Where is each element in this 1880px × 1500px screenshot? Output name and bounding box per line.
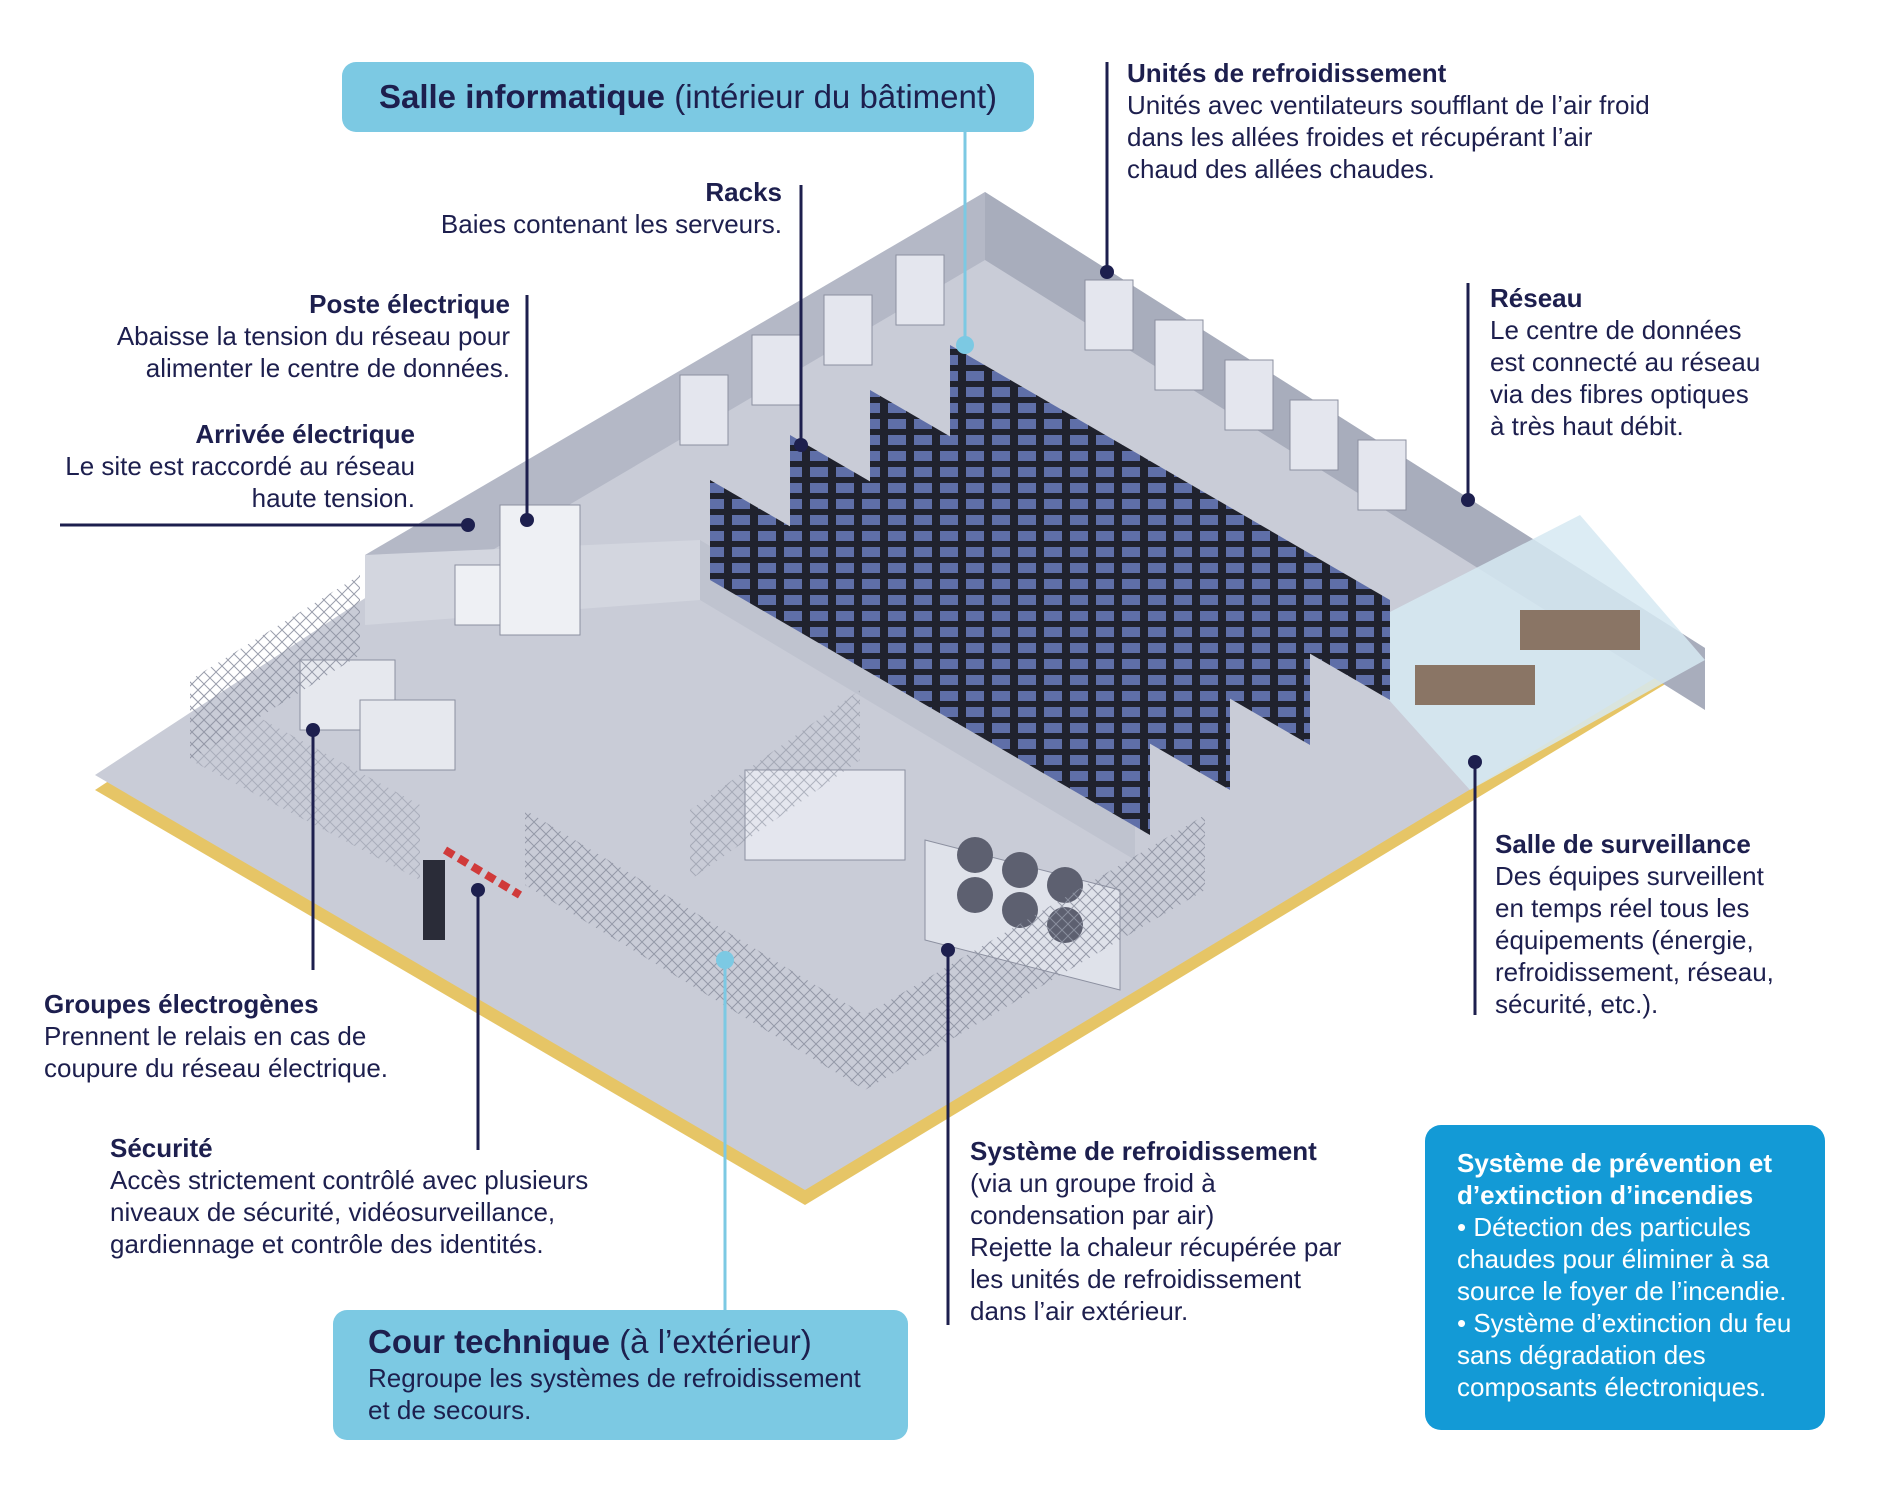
securite-desc: Accès strictement contrôlé avec plusieur… [110, 1165, 589, 1259]
poste-title: Poste électrique [309, 289, 510, 319]
salle-title-bold: Salle informatique [378, 78, 666, 115]
racks-title: Racks [705, 177, 782, 207]
label-groupes-electrogenes: Groupes électrogènes Prennent le relais … [44, 988, 388, 1084]
cour-desc: Regroupe les systèmes de refroidissement… [368, 1363, 861, 1425]
cour-technique-box: Cour technique (à l’extérieur) Regroupe … [333, 1310, 908, 1440]
fire-prevention-box: Système de prévention et d’extinction d’… [1425, 1125, 1825, 1430]
groupes-desc: Prennent le relais en cas de coupure du … [44, 1021, 389, 1083]
fire-desc: • Détection des particules chaudes pour … [1457, 1212, 1792, 1402]
systeme-title: Système de refroidissement [970, 1136, 1317, 1166]
label-securite: Sécurité Accès strictement contrôlé avec… [110, 1132, 588, 1260]
racks-desc: Baies contenant les serveurs. [440, 209, 782, 239]
unites-desc: Unités avec ventilateurs soufflant de l’… [1127, 90, 1650, 184]
arrivee-desc: Le site est raccordé au réseau haute ten… [65, 451, 415, 513]
poste-desc: Abaisse la tension du réseau pour alimen… [116, 321, 510, 383]
securite-title: Sécurité [110, 1133, 213, 1163]
salle-title-rest: (intérieur du bâtiment) [674, 78, 998, 115]
cour-title-rest: (à l’extérieur) [619, 1323, 812, 1360]
surveillance-desc: Des équipes surveillent en temps réel to… [1495, 861, 1774, 1019]
groupes-title: Groupes électrogènes [44, 989, 319, 1019]
label-systeme-refroidissement: Système de refroidissement (via un group… [970, 1135, 1341, 1327]
systeme-desc: (via un groupe froid à condensation par … [970, 1168, 1342, 1326]
label-unites-refroidissement: Unités de refroidissement Unités avec ve… [1127, 57, 1650, 185]
label-salle-surveillance: Salle de surveillance Des équipes survei… [1495, 828, 1774, 1020]
cooling-units [679, 254, 1407, 511]
label-racks: Racks Baies contenant les serveurs. [441, 176, 782, 240]
rack-rows [710, 345, 1390, 835]
control-room-floor [1335, 515, 1705, 790]
arrivee-title: Arrivée électrique [195, 419, 415, 449]
salle-informatique-box: Salle informatique (intérieur du bâtimen… [342, 62, 1034, 132]
unites-title: Unités de refroidissement [1127, 58, 1447, 88]
electrical-substation [454, 504, 581, 636]
cour-title-bold: Cour technique [368, 1323, 611, 1360]
surveillance-title: Salle de surveillance [1495, 829, 1751, 859]
security-barrier [423, 846, 523, 940]
leader-lines [60, 62, 1482, 1325]
fences [190, 575, 1205, 1090]
label-poste-electrique: Poste électrique Abaisse la tension du r… [117, 288, 510, 384]
label-arrivee-electrique: Arrivée électrique Le site est raccordé … [65, 418, 415, 514]
label-reseau: Réseau Le centre de données est connecté… [1490, 282, 1760, 442]
reseau-title: Réseau [1490, 283, 1583, 313]
control-room-desks [1415, 610, 1640, 705]
fire-title: Système de prévention et d’extinction d’… [1457, 1148, 1772, 1210]
reseau-desc: Le centre de données est connecté au rés… [1490, 315, 1761, 441]
